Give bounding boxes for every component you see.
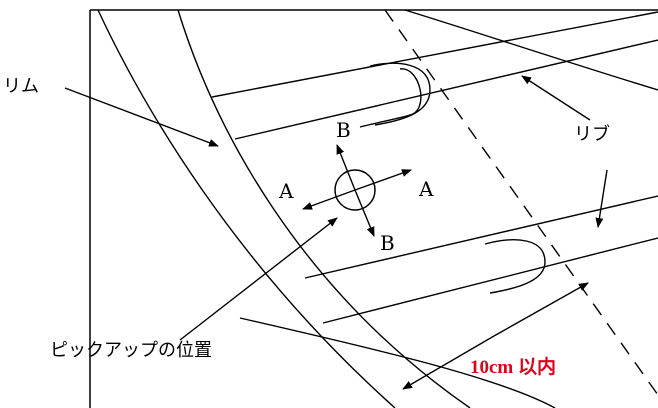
upper-rib xyxy=(211,11,658,140)
dashed-reference-line xyxy=(384,9,658,396)
b-direction-arrows xyxy=(336,144,375,237)
upper-rib-bottom-line xyxy=(234,39,658,140)
leader-arrows xyxy=(64,75,608,341)
b-top-label: B xyxy=(336,118,351,142)
pickup-leader-arrow xyxy=(179,217,338,341)
b-arrow-down xyxy=(354,189,375,237)
rim-inner-arc xyxy=(177,9,471,408)
frame xyxy=(89,9,658,408)
lower-rib-slot xyxy=(484,239,546,294)
rim-label: リム xyxy=(3,76,39,97)
a-right-label: A xyxy=(419,177,434,201)
lower-rib-bottom-line xyxy=(322,237,658,324)
distance-arrow-to-rim xyxy=(402,335,495,390)
rim-outer-arc xyxy=(97,9,396,408)
b-bottom-label: B xyxy=(380,231,395,255)
lower-rib xyxy=(304,195,658,324)
rim-edge-arc xyxy=(239,317,556,408)
distance-double-arrow xyxy=(402,282,589,390)
upper-rib-slot xyxy=(369,62,431,126)
rib-lower-leader-arrow xyxy=(595,169,608,228)
rim-leader-arrow xyxy=(64,87,219,147)
a-arrow-left xyxy=(302,189,356,210)
a-left-label: A xyxy=(279,179,294,203)
distance-label: 10cm 以内 xyxy=(470,357,557,378)
rim xyxy=(97,9,658,408)
rib-upper-leader-arrow xyxy=(521,75,591,121)
upper-rib-top-line xyxy=(211,11,658,98)
pickup-circle xyxy=(334,169,376,211)
distance-arrow-to-dashed xyxy=(493,282,589,337)
a-direction-arrows xyxy=(302,169,412,210)
a-arrow-right xyxy=(354,169,412,191)
lower-rib-top-line xyxy=(304,195,658,279)
rib-label: リブ xyxy=(574,124,610,145)
b-arrow-up xyxy=(336,144,356,191)
pickup-position-label: ピックアップの位置 xyxy=(50,340,212,361)
rim-side-arc xyxy=(404,9,658,91)
